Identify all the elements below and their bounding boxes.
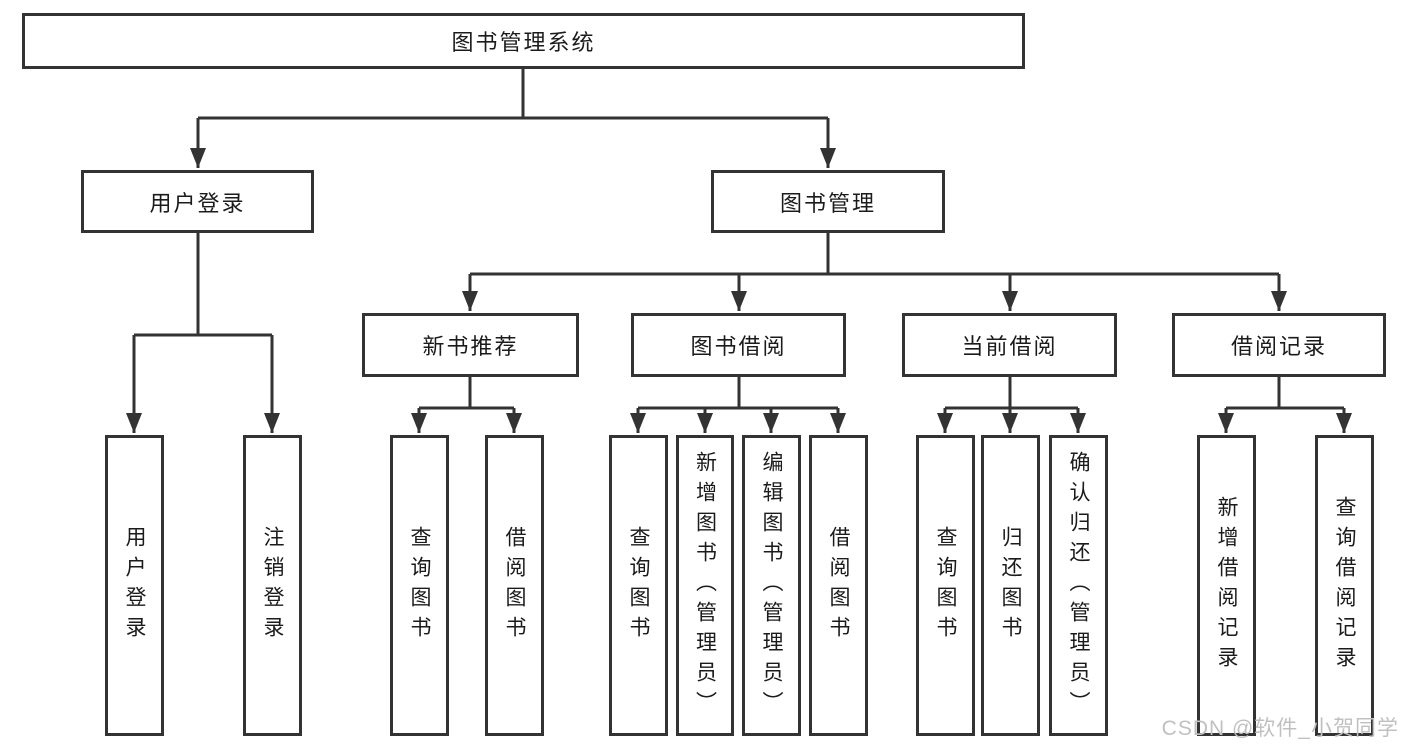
leaf-edit-books-admin: 编辑图书（管理员） <box>742 435 801 736</box>
leaf-label: 归还图书 <box>999 525 1022 646</box>
node-label: 图书管理 <box>779 190 876 216</box>
node-book-borrowing: 图书借阅 <box>631 313 846 377</box>
leaf-label: 新增借阅记录 <box>1215 495 1238 676</box>
leaf-user-login: 用户登录 <box>105 435 164 736</box>
node-label: 用户登录 <box>149 190 246 216</box>
node-label: 图书管理系统 <box>451 30 596 55</box>
node-label: 当前借阅 <box>961 334 1058 359</box>
connector-arrows <box>126 118 1352 433</box>
leaf-add-books-admin: 新增图书（管理员） <box>676 435 734 736</box>
node-label: 图书借阅 <box>690 334 787 359</box>
leaf-label: 用户登录 <box>123 525 146 646</box>
leaf-logout: 注销登录 <box>243 435 302 736</box>
leaf-confirm-return-admin: 确认归还（管理员） <box>1049 435 1108 736</box>
leaf-borrow-books: 借阅图书 <box>809 435 868 736</box>
leaf-borrow-books-recommend: 借阅图书 <box>485 435 544 736</box>
csdn-watermark: CSDN @软件_小贺同学 <box>1161 717 1399 740</box>
leaf-label: 确认归还（管理员） <box>1067 450 1090 721</box>
leaf-query-books-current: 查询图书 <box>916 435 975 736</box>
leaf-add-borrow-record: 新增借阅记录 <box>1197 435 1256 736</box>
leaf-label: 注销登录 <box>261 525 284 646</box>
leaf-label: 查询图书 <box>934 525 957 646</box>
leaf-label: 编辑图书（管理员） <box>760 450 783 721</box>
leaf-query-books-recommend: 查询图书 <box>390 435 449 736</box>
leaf-label: 借阅图书 <box>827 525 850 646</box>
node-current-borrowing: 当前借阅 <box>902 313 1117 377</box>
leaf-label: 查询借阅记录 <box>1333 495 1356 676</box>
leaf-label: 查询图书 <box>627 525 650 646</box>
leaf-label: 新增图书（管理员） <box>693 450 717 721</box>
leaf-label: 借阅图书 <box>503 525 526 646</box>
node-new-book-recommendation: 新书推荐 <box>362 313 579 377</box>
node-label: 借阅记录 <box>1230 334 1327 359</box>
leaf-query-books-borrowing: 查询图书 <box>609 435 668 736</box>
node-book-management: 图书管理 <box>711 170 945 233</box>
node-user-login: 用户登录 <box>81 170 314 233</box>
leaf-label: 查询图书 <box>408 525 431 646</box>
node-label: 新书推荐 <box>422 334 519 359</box>
node-library-management-system: 图书管理系统 <box>22 13 1025 69</box>
leaf-query-borrow-record: 查询借阅记录 <box>1315 435 1374 736</box>
node-borrowing-records: 借阅记录 <box>1172 313 1386 377</box>
leaf-return-books: 归还图书 <box>981 435 1040 736</box>
